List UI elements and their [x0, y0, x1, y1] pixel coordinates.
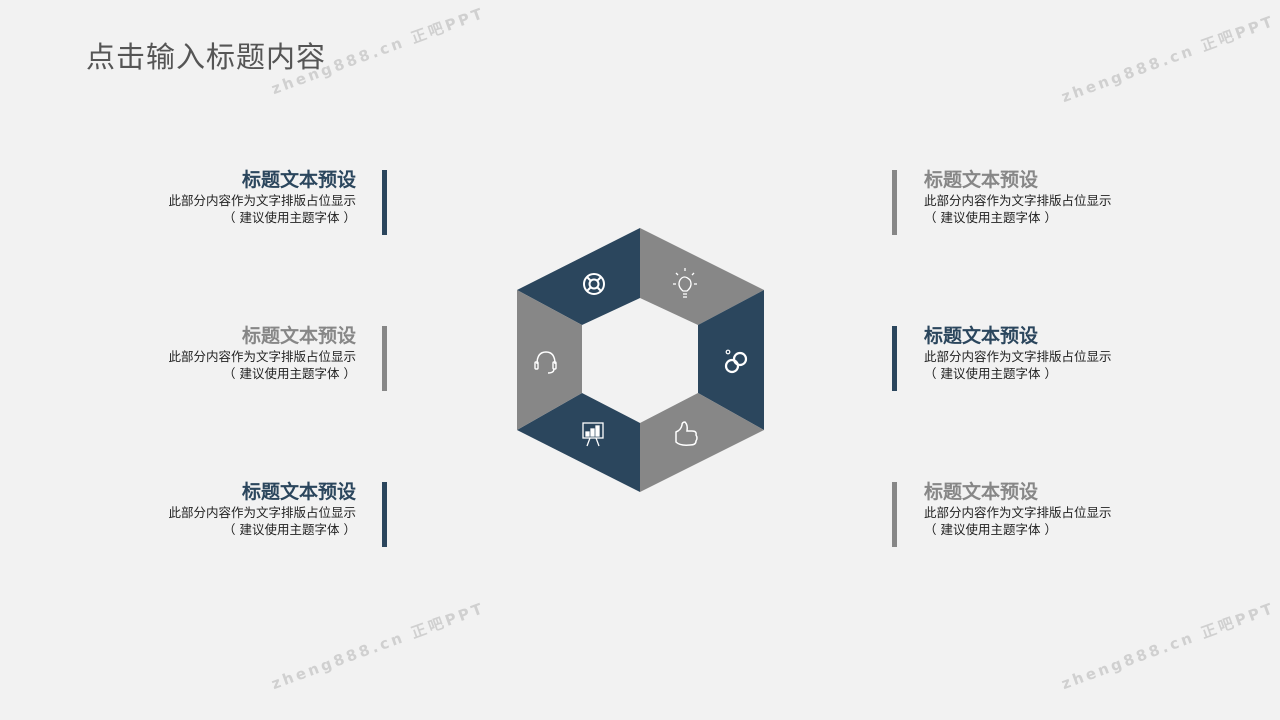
block-note: （ 建议使用主题字体 ）: [924, 522, 1057, 537]
block-heading: 标题文本预设: [924, 169, 1039, 191]
block-desc: 此部分内容作为文字排版占位显示: [924, 505, 1112, 520]
block-desc: 此部分内容作为文字排版占位显示: [168, 349, 356, 364]
hex-segment-left: [517, 290, 582, 430]
block-desc: 此部分内容作为文字排版占位显示: [924, 193, 1112, 208]
text-block-left-3: 标题文本预设 此部分内容作为文字排版占位显示 （ 建议使用主题字体 ）: [116, 480, 356, 538]
block-note: （ 建议使用主题字体 ）: [223, 522, 356, 537]
hex-segment-bottom-left: [517, 393, 640, 492]
text-block-right-2: 标题文本预设 此部分内容作为文字排版占位显示 （ 建议使用主题字体 ）: [924, 324, 1164, 382]
block-note: （ 建议使用主题字体 ）: [924, 366, 1057, 381]
lightbulb-icon: [673, 268, 697, 298]
accent-bar: [382, 326, 387, 391]
page-title: 点击输入标题内容: [86, 40, 327, 74]
accent-bar: [892, 326, 897, 391]
hex-segment-top-right: [640, 228, 764, 325]
block-note: （ 建议使用主题字体 ）: [924, 210, 1057, 225]
hex-segment-bottom-right: [640, 393, 764, 492]
block-heading: 标题文本预设: [241, 169, 356, 191]
block-note: （ 建议使用主题字体 ）: [223, 210, 356, 225]
thumbs-up-icon: [675, 421, 698, 446]
accent-bar: [382, 482, 387, 547]
text-block-left-1: 标题文本预设 此部分内容作为文字排版占位显示 （ 建议使用主题字体 ）: [116, 168, 356, 226]
text-block-right-3: 标题文本预设 此部分内容作为文字排版占位显示 （ 建议使用主题字体 ）: [924, 480, 1164, 538]
accent-bar: [382, 170, 387, 235]
headset-icon: [534, 351, 557, 374]
lifebuoy-icon: [583, 273, 605, 295]
block-heading: 标题文本预设: [924, 481, 1039, 503]
block-desc: 此部分内容作为文字排版占位显示: [168, 193, 356, 208]
text-block-right-1: 标题文本预设 此部分内容作为文字排版占位显示 （ 建议使用主题字体 ）: [924, 168, 1164, 226]
block-heading: 标题文本预设: [924, 325, 1039, 347]
accent-bar: [892, 482, 897, 547]
rings-icon: [724, 349, 748, 374]
block-note: （ 建议使用主题字体 ）: [223, 366, 356, 381]
block-desc: 此部分内容作为文字排版占位显示: [924, 349, 1112, 364]
accent-bar: [892, 170, 897, 235]
hex-segment-top-left: [517, 228, 640, 325]
text-block-left-2: 标题文本预设 此部分内容作为文字排版占位显示 （ 建议使用主题字体 ）: [116, 324, 356, 382]
presentation-chart-icon: [582, 422, 604, 447]
block-heading: 标题文本预设: [241, 481, 356, 503]
block-desc: 此部分内容作为文字排版占位显示: [168, 505, 356, 520]
block-heading: 标题文本预设: [241, 325, 356, 347]
